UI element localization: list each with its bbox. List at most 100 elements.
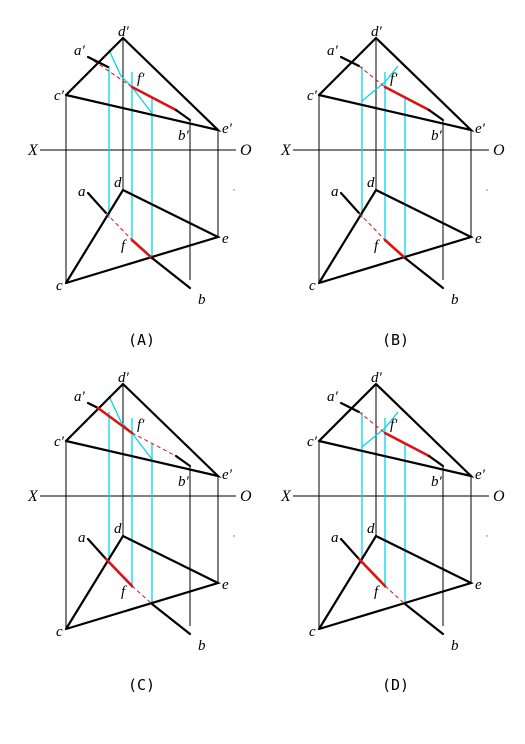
line-ab-front-end (174, 108, 192, 122)
triangle-cde-front (317, 382, 475, 478)
triangle-cde-top (64, 188, 221, 285)
axis-label-x: X (27, 142, 39, 159)
label-c-prime: c′ (307, 88, 318, 104)
cyan-aux-line (361, 411, 399, 448)
line-ab-top-start (339, 191, 361, 215)
label-d-prime: d′ (118, 24, 130, 40)
label-a-prime: a′ (327, 43, 339, 59)
label-c-prime: c′ (54, 88, 65, 104)
label-e-prime: e′ (475, 121, 486, 137)
label-a-prime: a′ (74, 43, 86, 59)
label-d: d (114, 521, 122, 537)
line-ab-top-end (403, 256, 445, 290)
label-b: b (451, 638, 459, 654)
label-f-prime: f′ (390, 71, 398, 87)
triangle-cde-front (317, 36, 475, 132)
label-d-prime: d′ (118, 370, 130, 386)
triangle-cde-top (64, 534, 221, 631)
label-f: f (374, 584, 380, 600)
axis-label-o: O (240, 488, 252, 505)
caption-c: (C) (128, 676, 155, 694)
label-c: c (309, 624, 316, 640)
label-f: f (121, 238, 127, 254)
line-ab-top-visible (357, 557, 387, 588)
line-ab-front-visible (383, 431, 431, 458)
line-ab-top-end (150, 256, 192, 290)
stray-dot (233, 535, 235, 537)
line-ab-front-end (427, 108, 445, 122)
caption-b: (B) (382, 331, 409, 349)
line-ab-front-end (174, 454, 192, 468)
line-ab-top-start (86, 537, 108, 561)
label-a: a (78, 184, 86, 200)
label-e-prime: e′ (222, 467, 233, 483)
line-ab-top-end (403, 602, 445, 636)
line-ab-top-start (86, 191, 108, 215)
label-d: d (114, 175, 122, 191)
line-ab-front-stub (86, 55, 110, 69)
line-ab-top-hidden (105, 212, 133, 241)
panel-a: X Oa′ d′ c′ f′ b′ e′ a d f e c b (27, 24, 252, 308)
panel-d: X Oa′ d′ c′ f′ b′ e′ a d f e c b (280, 370, 505, 654)
stray-dot (486, 189, 488, 191)
axis-label-x: X (280, 142, 292, 159)
axis-label-o: O (240, 142, 252, 159)
label-b-prime: b′ (431, 474, 443, 490)
line-ab-top-visible (130, 238, 154, 260)
line-ab-front-stub (86, 401, 100, 410)
label-d-prime: d′ (371, 370, 383, 386)
caption-a: (A) (128, 331, 155, 349)
label-f-prime: f′ (137, 417, 145, 433)
line-ab-top-hidden (358, 212, 386, 241)
label-c-prime: c′ (54, 434, 65, 450)
label-a: a (331, 184, 339, 200)
stray-dot (233, 189, 235, 191)
axis-label-x: X (27, 488, 39, 505)
label-a: a (331, 530, 339, 546)
label-b-prime: b′ (431, 128, 443, 144)
label-a-prime: a′ (327, 389, 339, 405)
line-ab-front-visible (96, 406, 134, 435)
caption-d: (D) (382, 676, 409, 694)
triangle-cde-front (64, 36, 222, 132)
line-ab-top-end (150, 602, 192, 636)
label-c: c (309, 278, 316, 294)
label-c: c (56, 278, 63, 294)
axis-label-x: X (280, 488, 292, 505)
label-e-prime: e′ (475, 467, 486, 483)
label-d-prime: d′ (371, 24, 383, 40)
label-b: b (451, 292, 459, 308)
line-ab-top-visible (383, 238, 407, 260)
label-e: e (222, 231, 229, 247)
label-b: b (198, 292, 206, 308)
line-ab-front-end (427, 454, 445, 468)
label-e-prime: e′ (222, 121, 233, 137)
label-b: b (198, 638, 206, 654)
label-c-prime: c′ (307, 434, 318, 450)
line-ab-top-hidden (131, 585, 153, 605)
triangle-cde-top (317, 188, 474, 285)
cyan-aux-line (108, 49, 155, 117)
label-f-prime: f′ (390, 417, 398, 433)
line-ab-front-hidden (87, 56, 133, 88)
label-b-prime: b′ (178, 128, 190, 144)
label-a-prime: a′ (74, 389, 86, 405)
label-e: e (475, 231, 482, 247)
label-f-prime: f′ (137, 71, 145, 87)
axis-label-o: O (493, 488, 505, 505)
line-ab-front-hidden (358, 411, 386, 434)
cyan-aux-line (361, 65, 399, 102)
triangle-cde-top (317, 534, 474, 631)
line-ab-front-visible (383, 85, 431, 112)
label-c: c (56, 624, 63, 640)
triangle-cde-front (64, 382, 222, 478)
label-e: e (475, 577, 482, 593)
label-d: d (367, 175, 375, 191)
label-b-prime: b′ (178, 474, 190, 490)
stray-dot (486, 535, 488, 537)
line-ab-front-hidden (131, 432, 177, 457)
label-e: e (222, 577, 229, 593)
label-d: d (367, 521, 375, 537)
line-ab-front-stub (339, 401, 361, 414)
